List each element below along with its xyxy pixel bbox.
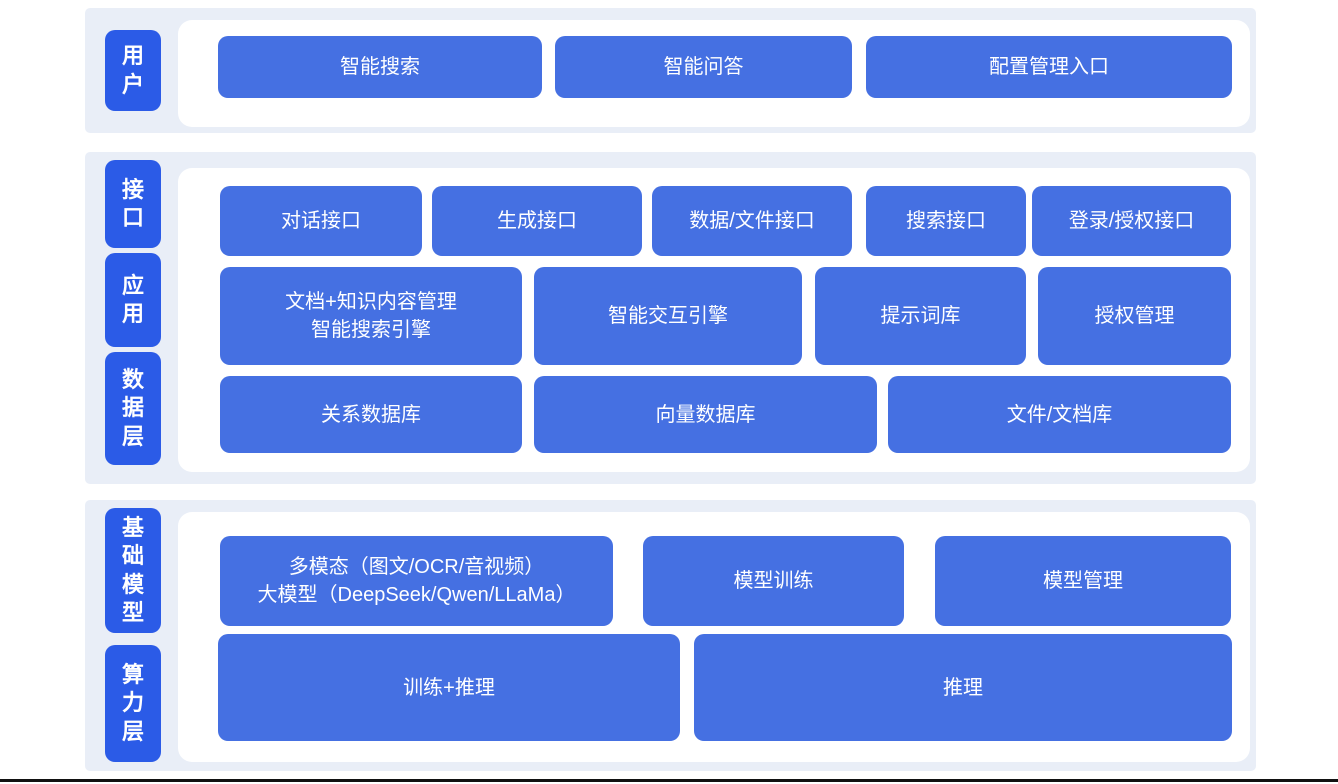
node-multimodal-llm-line1: 多模态（图文/OCR/音视频） (288, 556, 545, 578)
node-prompt-library-label: 提示词库 (880, 305, 961, 327)
layer-label-interface: 接口 (105, 160, 161, 248)
node-smart-interaction-engine-label: 智能交互引擎 (608, 305, 728, 327)
node-model-training: 模型训练 (643, 536, 904, 626)
node-dialog-api: 对话接口 (220, 186, 422, 256)
layer-label-user: 用户 (105, 30, 161, 111)
node-search-api-label: 搜索接口 (906, 210, 986, 232)
node-login-auth-api: 登录/授权接口 (1032, 186, 1231, 256)
node-config-management-entry: 配置管理入口 (866, 36, 1232, 98)
panel-bottom: 多模态（图文/OCR/音视频） 大模型（DeepSeek/Qwen/LLaMa）… (178, 512, 1250, 762)
node-model-management-label: 模型管理 (1043, 570, 1123, 592)
layer-label-compute-text: 算力层 (121, 662, 144, 744)
node-generation-api-label: 生成接口 (497, 210, 577, 232)
layer-label-compute: 算力层 (105, 645, 161, 762)
node-prompt-library: 提示词库 (815, 267, 1026, 365)
node-doc-knowledge-line2: 智能搜索引擎 (311, 319, 431, 341)
node-model-training-label: 模型训练 (733, 570, 814, 592)
node-vector-db-label: 向量数据库 (655, 403, 756, 426)
node-dialog-api-label: 对话接口 (281, 210, 361, 232)
node-inference: 推理 (694, 634, 1232, 741)
layer-label-foundation-model-text: 基础模型 (121, 515, 144, 625)
node-relational-db-label: 关系数据库 (321, 403, 421, 426)
node-file-doc-store: 文件/文档库 (888, 376, 1231, 453)
node-login-auth-api-label: 登录/授权接口 (1068, 210, 1195, 232)
node-vector-db: 向量数据库 (534, 376, 877, 453)
node-doc-knowledge-search-engine: 文档+知识内容管理 智能搜索引擎 (220, 267, 522, 365)
node-smart-search-label: 智能搜索 (340, 56, 420, 78)
node-auth-management-label: 授权管理 (1094, 305, 1175, 327)
panel-middle: 对话接口 生成接口 数据/文件接口 搜索接口 登录/授权接口 文档+知识内容管理… (178, 168, 1250, 472)
layer-label-foundation-model: 基础模型 (105, 508, 161, 633)
node-config-management-entry-label: 配置管理入口 (989, 56, 1109, 78)
node-model-management: 模型管理 (935, 536, 1231, 626)
node-search-api: 搜索接口 (866, 186, 1026, 256)
layer-label-application-text: 应用 (121, 272, 144, 326)
node-smart-qa: 智能问答 (555, 36, 852, 98)
layer-label-data: 数据层 (105, 352, 161, 465)
node-smart-qa-label: 智能问答 (663, 56, 744, 78)
node-doc-knowledge-line1: 文档+知识内容管理 (285, 291, 457, 313)
bottom-divider-line (0, 779, 1338, 782)
node-multimodal-llm-line2: 大模型（DeepSeek/Qwen/LLaMa） (257, 584, 576, 606)
node-smart-interaction-engine: 智能交互引擎 (534, 267, 802, 365)
node-smart-search: 智能搜索 (218, 36, 542, 98)
node-generation-api: 生成接口 (432, 186, 642, 256)
node-multimodal-llm: 多模态（图文/OCR/音视频） 大模型（DeepSeek/Qwen/LLaMa） (220, 536, 613, 626)
panel-user: 智能搜索 智能问答 配置管理入口 (178, 20, 1250, 127)
layer-label-data-text: 数据层 (121, 367, 144, 449)
layer-label-application: 应用 (105, 253, 161, 347)
node-data-file-api-label: 数据/文件接口 (689, 210, 815, 232)
band-user-layer: 用户 智能搜索 智能问答 配置管理入口 (85, 8, 1256, 133)
node-inference-label: 推理 (943, 676, 983, 699)
node-data-file-api: 数据/文件接口 (652, 186, 852, 256)
layer-label-user-text: 用户 (121, 43, 144, 97)
band-middle-layers: 接口 应用 数据层 对话接口 生成接口 数据/文件接口 搜索接口 登录/授权接口… (85, 152, 1256, 484)
node-training-inference-label: 训练+推理 (403, 676, 495, 699)
node-training-inference: 训练+推理 (218, 634, 680, 741)
band-bottom-layers: 基础模型 算力层 多模态（图文/OCR/音视频） 大模型（DeepSeek/Qw… (85, 500, 1256, 771)
layer-label-interface-text: 接口 (121, 176, 144, 230)
node-relational-db: 关系数据库 (220, 376, 522, 453)
node-file-doc-store-label: 文件/文档库 (1006, 403, 1113, 426)
node-auth-management: 授权管理 (1038, 267, 1231, 365)
